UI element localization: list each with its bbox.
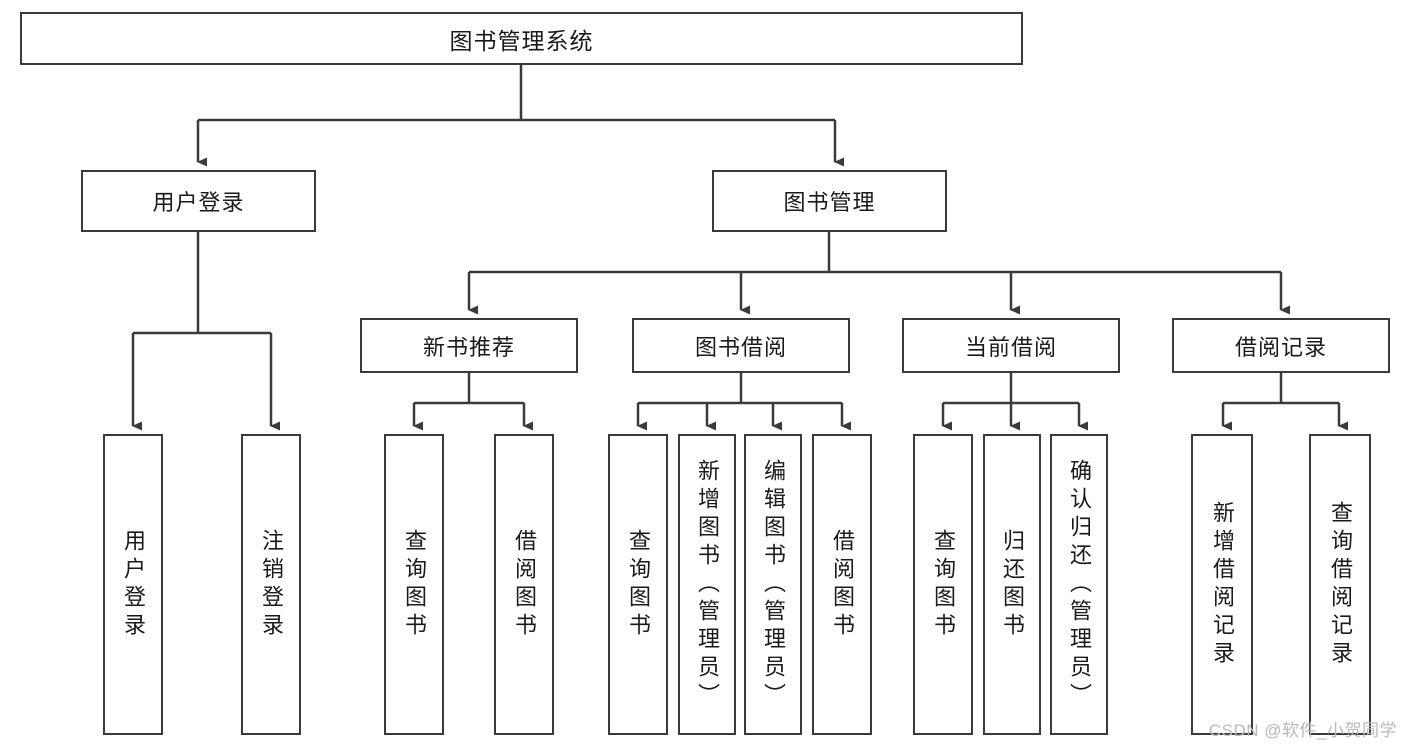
leaf-record-add-record-label: 新增借阅记录 <box>1210 500 1235 669</box>
leaf-borrow-query-book[interactable]: 查询图书 <box>608 434 668 735</box>
leaf-current-confirm-return-label: 确认归还（管理员） <box>1067 458 1092 711</box>
leaf-user-login-label: 用户登录 <box>121 528 146 641</box>
leaf-borrow-add-book-label: 新增图书（管理员） <box>695 458 720 711</box>
leaf-borrow-borrow-book[interactable]: 借阅图书 <box>812 434 872 735</box>
leaf-borrow-borrow-book-label: 借阅图书 <box>830 528 855 641</box>
leaf-borrow-edit-book-label: 编辑图书（管理员） <box>761 458 786 711</box>
leaf-current-return-book[interactable]: 归还图书 <box>983 434 1041 735</box>
node-book-borrow-label: 图书借阅 <box>694 334 787 360</box>
leaf-newbook-borrow-book[interactable]: 借阅图书 <box>494 434 554 735</box>
node-book-borrow[interactable]: 图书借阅 <box>632 318 850 373</box>
node-new-book-recommend-label: 新书推荐 <box>422 334 515 360</box>
leaf-record-query-record-label: 查询借阅记录 <box>1328 500 1353 669</box>
leaf-newbook-borrow-book-label: 借阅图书 <box>512 528 537 641</box>
node-root[interactable]: 图书管理系统 <box>20 12 1023 65</box>
leaf-current-return-book-label: 归还图书 <box>1000 528 1025 641</box>
node-borrow-record-label: 借阅记录 <box>1234 334 1327 360</box>
node-book-management-label: 图书管理 <box>783 190 876 215</box>
leaf-current-query-book[interactable]: 查询图书 <box>913 434 973 735</box>
leaf-user-login[interactable]: 用户登录 <box>103 434 163 735</box>
node-current-borrow-label: 当前借阅 <box>964 334 1057 360</box>
leaf-borrow-query-book-label: 查询图书 <box>626 528 651 641</box>
leaf-record-query-record[interactable]: 查询借阅记录 <box>1309 434 1371 735</box>
node-user-login[interactable]: 用户登录 <box>81 170 316 232</box>
leaf-borrow-add-book[interactable]: 新增图书（管理员） <box>678 434 736 735</box>
leaf-newbook-query-book[interactable]: 查询图书 <box>384 434 444 735</box>
leaf-current-query-book-label: 查询图书 <box>931 528 956 641</box>
node-new-book-recommend[interactable]: 新书推荐 <box>360 318 578 373</box>
leaf-borrow-edit-book[interactable]: 编辑图书（管理员） <box>744 434 802 735</box>
node-root-label: 图书管理系统 <box>449 27 594 54</box>
leaf-record-add-record[interactable]: 新增借阅记录 <box>1191 434 1253 735</box>
node-borrow-record[interactable]: 借阅记录 <box>1172 318 1390 373</box>
node-book-management[interactable]: 图书管理 <box>712 170 947 232</box>
node-user-login-label: 用户登录 <box>152 190 245 215</box>
node-current-borrow[interactable]: 当前借阅 <box>902 318 1120 373</box>
watermark: CSDN @软件_小贺同学 <box>1208 721 1397 740</box>
leaf-user-logout[interactable]: 注销登录 <box>241 434 301 735</box>
leaf-newbook-query-book-label: 查询图书 <box>402 528 427 641</box>
leaf-user-logout-label: 注销登录 <box>259 528 284 641</box>
leaf-current-confirm-return[interactable]: 确认归还（管理员） <box>1050 434 1108 735</box>
